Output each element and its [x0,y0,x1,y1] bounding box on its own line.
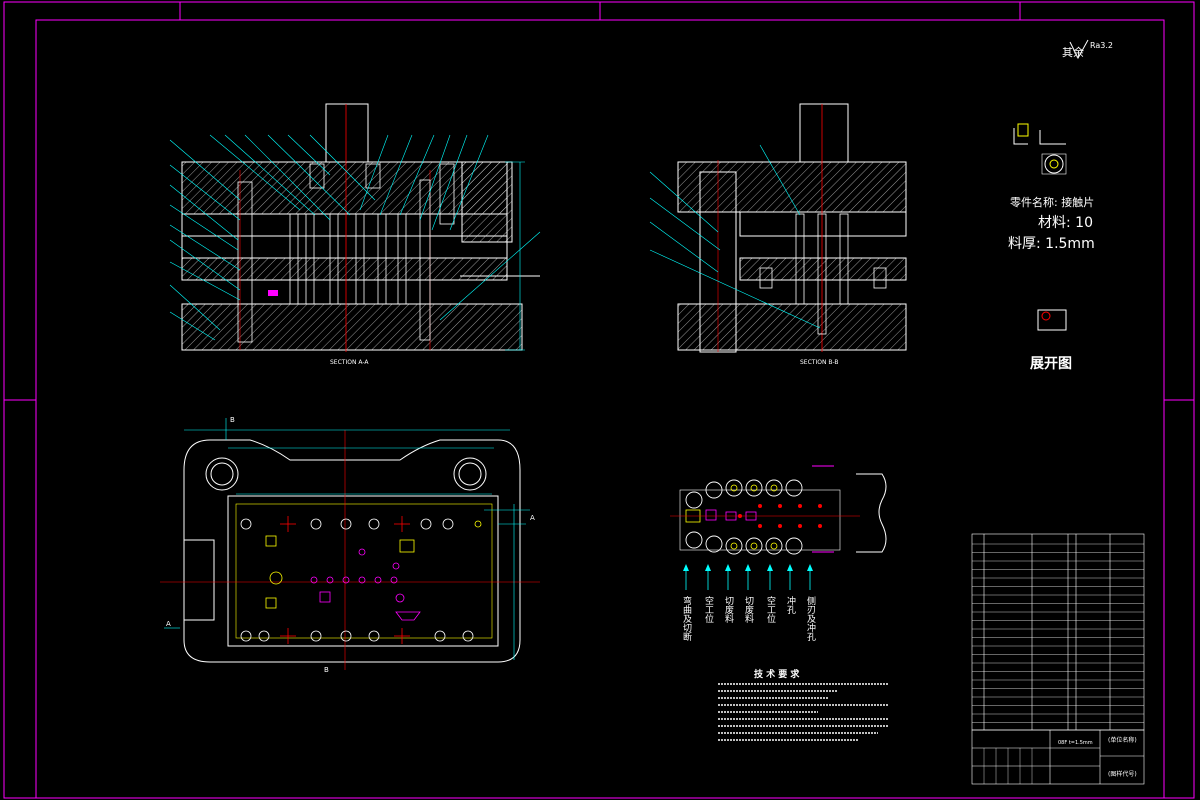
strip-layout-view [670,465,887,590]
process-step-label: 切废料 [743,596,754,624]
process-step-label: 侧刃及冲孔 [805,595,816,642]
sheet-frame [3,1,1195,799]
title-block-cells [983,748,1033,784]
section-cut-b1: B [230,416,235,424]
section-cut-a1: A [166,620,171,628]
technical-requirements-text [718,683,888,741]
process-step-label: 切废料 [723,596,734,624]
section-cut-b2: B [324,666,329,674]
section-bb-label: SECTION B-B [800,359,839,366]
process-step-label: 弯曲及切断 [681,595,692,642]
part-material-label: 材料: 10 [1038,215,1093,231]
section-a-a-view [169,103,541,352]
part-detail-view [1013,39,1089,331]
part-thickness-label: 料厚: 1.5mm [1008,236,1095,252]
section-aa-label: SECTION A-A [330,359,369,366]
roughness-symbol: Ra3.2 [1090,41,1113,50]
title-tag-b: (图样代号) [1108,770,1137,778]
die-plan-view [160,418,540,670]
section-b-b-view [649,103,907,353]
section-cut-a2: A [530,514,535,522]
parts-list-table [971,533,1145,731]
process-step-label: 冲孔 [785,595,796,615]
title-tag-a: (单位名称) [1108,736,1137,744]
unfold-view-label: 展开图 [1030,356,1072,372]
process-step-label: 空工位 [703,595,714,624]
process-steps: 弯曲及切断空工位切废料切废料空工位冲孔侧刃及冲孔 [681,595,816,642]
roughness-prefix: 其余 [1062,45,1084,59]
material-note: 08F t=1.5mm [1058,740,1093,746]
title-block [971,729,1145,785]
parts-list-rows [972,543,1144,723]
part-name-label: 零件名称: 接触片 [1010,195,1094,209]
tech-requirements-title: 技 术 要 求 [754,668,800,680]
process-step-label: 空工位 [765,595,776,624]
